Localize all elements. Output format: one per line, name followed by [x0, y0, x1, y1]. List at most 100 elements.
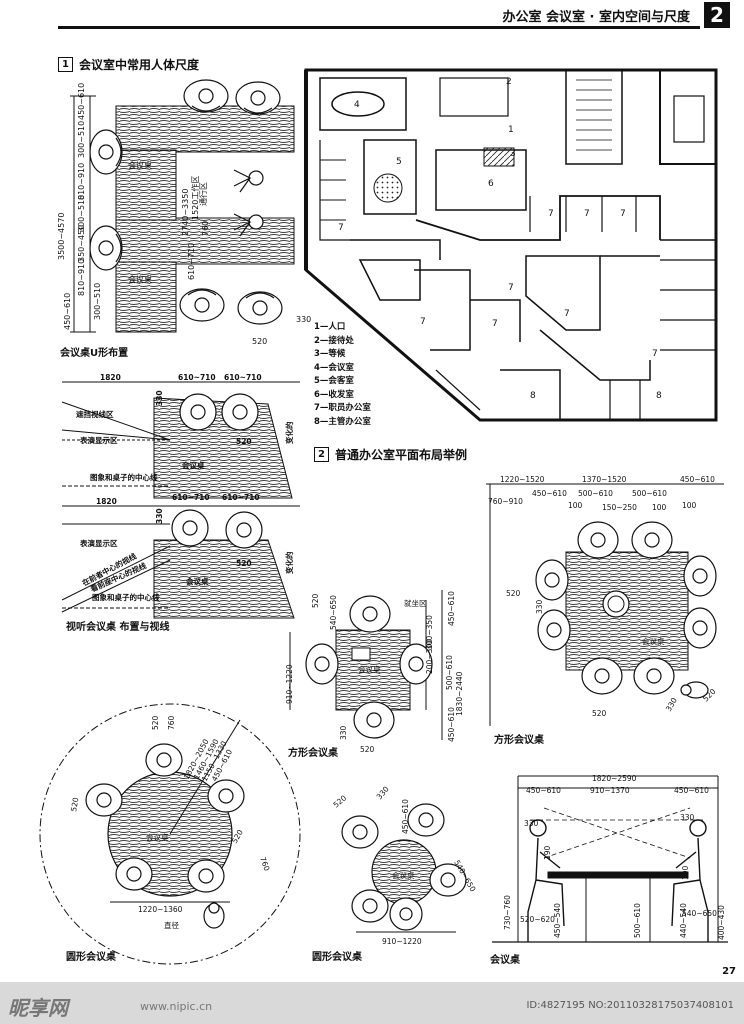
- person-walking-icon: [680, 681, 709, 699]
- header-rule: [58, 26, 700, 29]
- chair-icon: [171, 509, 209, 547]
- plan-room-numbers: 4 2 1 3 5 6 7 7 7 7 7 7 7 7 7 8 8: [338, 77, 662, 401]
- dim-text: 520: [506, 589, 521, 598]
- dim-text: 520: [151, 715, 160, 730]
- stair-core: [565, 69, 623, 165]
- room-mail: [435, 149, 527, 211]
- zone-label: 遮挡视线区: [76, 409, 114, 419]
- elevation-figures: [527, 819, 709, 942]
- dim-text: 1520工作区: [190, 176, 200, 220]
- chair-icon: [89, 225, 123, 271]
- dim-text: 610~710: [224, 373, 262, 382]
- section2-number: 2: [314, 447, 329, 462]
- zone-label: 表演显示区: [80, 538, 118, 548]
- chair-icon: [207, 779, 245, 813]
- section2-text: 普通办公室平面布局举例: [335, 448, 468, 462]
- elevation-drawing: [492, 775, 728, 943]
- legend-item: 6—收发室: [314, 389, 354, 400]
- dim-text: 610~710: [172, 493, 210, 502]
- dim-text: 300~510: [77, 121, 86, 158]
- chair-icon: [683, 555, 717, 597]
- chair-icon: [179, 393, 217, 431]
- var-label: 变化的: [284, 421, 294, 444]
- round-small-chairs: [341, 803, 467, 931]
- dim-text: 300~510: [77, 195, 86, 232]
- caption-elevation: 会议桌: [490, 955, 520, 966]
- caption-square-table: 方形会议桌: [288, 748, 338, 759]
- dim-text: 2740~3350: [181, 189, 190, 236]
- dim-text: 通行区: [198, 182, 208, 206]
- plan-outer-wall: [304, 68, 718, 422]
- dim-text: 520: [332, 793, 349, 809]
- dim-text: 910~1220: [382, 937, 422, 946]
- clearance-circle: [39, 703, 301, 965]
- legend-item: 4—会议室: [314, 362, 354, 373]
- u-table-side: [115, 149, 177, 221]
- dim-text: 440~540: [679, 903, 688, 938]
- table-label: 会议桌: [146, 832, 169, 842]
- dim-text: 200~300: [425, 639, 434, 674]
- dim-text: 540~650: [682, 909, 717, 918]
- room-number: 7: [338, 223, 344, 233]
- dim-text: 520: [311, 593, 320, 608]
- seated-person-right-icon: [671, 819, 709, 942]
- dim-text: 520: [592, 709, 607, 718]
- dim-text: 450~610: [447, 591, 456, 626]
- footer-image-id: ID:4827195 NO:20110328175037408101: [526, 1000, 734, 1011]
- elevation-table: [547, 871, 689, 879]
- room-number: 7: [420, 317, 426, 327]
- chair-icon: [305, 643, 339, 685]
- table-label: 会议桌: [642, 636, 665, 646]
- dim-text: 1820~2590: [592, 774, 637, 783]
- dim-text: 500~610: [633, 903, 642, 938]
- room-number: 2: [506, 77, 512, 87]
- legend-item: 2—接待处: [314, 335, 354, 346]
- office-floor-plan: [304, 68, 718, 422]
- chair-icon: [183, 79, 229, 113]
- chair-icon: [535, 559, 569, 601]
- av-table-chairs: [171, 393, 263, 549]
- chair-icon: [399, 643, 433, 685]
- dim-text: 150~250: [602, 503, 637, 512]
- dim-text: 450~610: [401, 799, 410, 834]
- dim-text: 330: [664, 696, 679, 713]
- dim-text: 520: [360, 745, 375, 754]
- dim-text: 100: [652, 503, 667, 512]
- dim-text: 450~610: [77, 83, 86, 120]
- caption-rect-table: 方形会议桌: [494, 735, 544, 746]
- chair-icon: [235, 81, 281, 115]
- dim-text: 520~620: [520, 915, 555, 924]
- dim-text: 450~610: [526, 786, 561, 795]
- plan-legend: 1—人口 2—接待处 3—等候 4—会议室 5—会客室 6—收发室 7—职员办公…: [314, 321, 371, 429]
- u-table-chairs: [89, 79, 283, 325]
- chair-icon: [537, 609, 571, 651]
- footer-bar: [0, 982, 744, 1024]
- room-number: 8: [530, 391, 536, 401]
- person-walking-icon: [203, 902, 225, 929]
- page-header: 办公室 会议室 · 室内空间与尺度 2: [0, 0, 744, 34]
- dim-text: 1820: [96, 497, 117, 506]
- dim-text: 100: [682, 501, 697, 510]
- square-table-chairs: [305, 595, 433, 739]
- footer-url[interactable]: www.nipic.cn: [140, 1000, 213, 1013]
- u-table-dimensions: 3500~4570 450~610 300~510 810~910 300~51…: [57, 83, 311, 346]
- dim-text: 190: [681, 865, 690, 880]
- round-large-chairs: [85, 743, 245, 929]
- room-meeting: [319, 77, 407, 131]
- elevation-dimensions: 1820~2590 450~610 910~1370 450~610 330 3…: [503, 774, 726, 940]
- room-number: 6: [488, 179, 494, 189]
- chapter-badge: 2: [704, 2, 730, 28]
- u-table-drawing: [70, 95, 295, 333]
- room-number: 7: [652, 349, 658, 359]
- zone-label: 就坐区: [404, 598, 427, 608]
- dim-text: 810~910: [77, 259, 86, 296]
- dim-text: 450~610: [680, 475, 715, 484]
- dim-text: 610~710: [187, 243, 196, 280]
- dim-text: 300~350: [425, 615, 434, 650]
- var-label: 变化的: [284, 551, 294, 574]
- room-number: 7: [548, 209, 554, 219]
- person-walking-icon: [233, 169, 264, 193]
- section1-number: 1: [58, 57, 73, 72]
- dim-text: 520: [236, 437, 252, 446]
